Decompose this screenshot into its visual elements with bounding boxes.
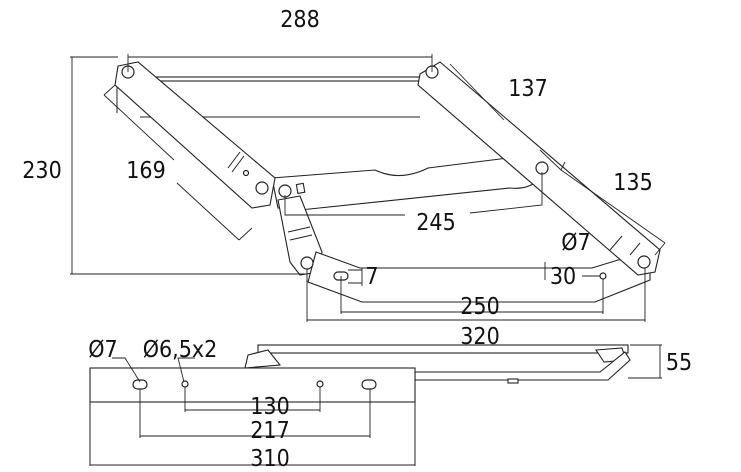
side-view: Ø7 Ø6,5x2 55 130 217 310 bbox=[88, 337, 692, 472]
middle-arm-clip bbox=[295, 182, 306, 195]
top-view: 288 230 169 137 135 245 Ø7 7 30 250 320 bbox=[22, 7, 666, 350]
dim-line-137-135 bbox=[449, 63, 666, 256]
mount-plate-sides bbox=[89, 402, 416, 466]
left-arm-rib bbox=[231, 155, 245, 173]
dim-label-230: 230 bbox=[22, 158, 62, 184]
dim-label-hole-diameter: Ø7 bbox=[561, 230, 590, 256]
dim-label-169: 169 bbox=[126, 158, 166, 184]
dim-line-30 bbox=[544, 262, 600, 280]
left-arm-rib bbox=[227, 151, 241, 169]
slot-right bbox=[361, 379, 377, 390]
leader-lines bbox=[112, 357, 195, 383]
pivot bbox=[637, 255, 651, 269]
pivot bbox=[300, 256, 314, 270]
pivot bbox=[255, 181, 269, 195]
top-rail bbox=[257, 344, 629, 354]
lower-link-rib bbox=[289, 234, 313, 241]
lower-rail bbox=[414, 351, 631, 381]
right-arm-rib bbox=[609, 235, 623, 251]
rail-nut bbox=[507, 378, 519, 384]
dim-label-250: 250 bbox=[460, 294, 500, 320]
hole-left bbox=[181, 380, 189, 388]
dim-label-245: 245 bbox=[416, 210, 456, 236]
dim-line-245 bbox=[284, 172, 543, 216]
dim-label-217: 217 bbox=[250, 418, 290, 444]
dim-line-169 bbox=[103, 84, 253, 241]
dim-line-230 bbox=[70, 56, 305, 275]
dim-line-130 bbox=[184, 387, 321, 412]
base-hole bbox=[599, 272, 607, 280]
dim-label-7: 7 bbox=[365, 264, 378, 290]
dim-label-55: 55 bbox=[666, 350, 692, 376]
dim-label-310: 310 bbox=[250, 446, 290, 472]
dim-label-130: 130 bbox=[250, 394, 290, 420]
dim-line-217 bbox=[139, 389, 371, 438]
dim-line-288 bbox=[127, 54, 433, 72]
hole-right bbox=[316, 380, 324, 388]
top-plate bbox=[116, 76, 445, 82]
dim-line-250 bbox=[340, 268, 604, 314]
dim-label-hole-diameter-x2: Ø6,5x2 bbox=[143, 337, 218, 363]
middle-arm bbox=[271, 155, 541, 211]
left-arm-rivet bbox=[242, 169, 250, 177]
dim-label-137: 137 bbox=[508, 76, 548, 102]
dim-label-288: 288 bbox=[280, 7, 320, 33]
left-arm bbox=[114, 61, 276, 209]
dim-label-30: 30 bbox=[550, 264, 576, 290]
dim-label-135: 135 bbox=[613, 170, 653, 196]
dim-label-slot-diameter: Ø7 bbox=[88, 337, 117, 363]
left-bracket bbox=[244, 349, 282, 369]
right-arm-rib bbox=[629, 242, 641, 256]
lower-link-rib bbox=[287, 226, 311, 233]
dim-line-320 bbox=[306, 268, 646, 322]
dim-line-55 bbox=[628, 344, 662, 379]
